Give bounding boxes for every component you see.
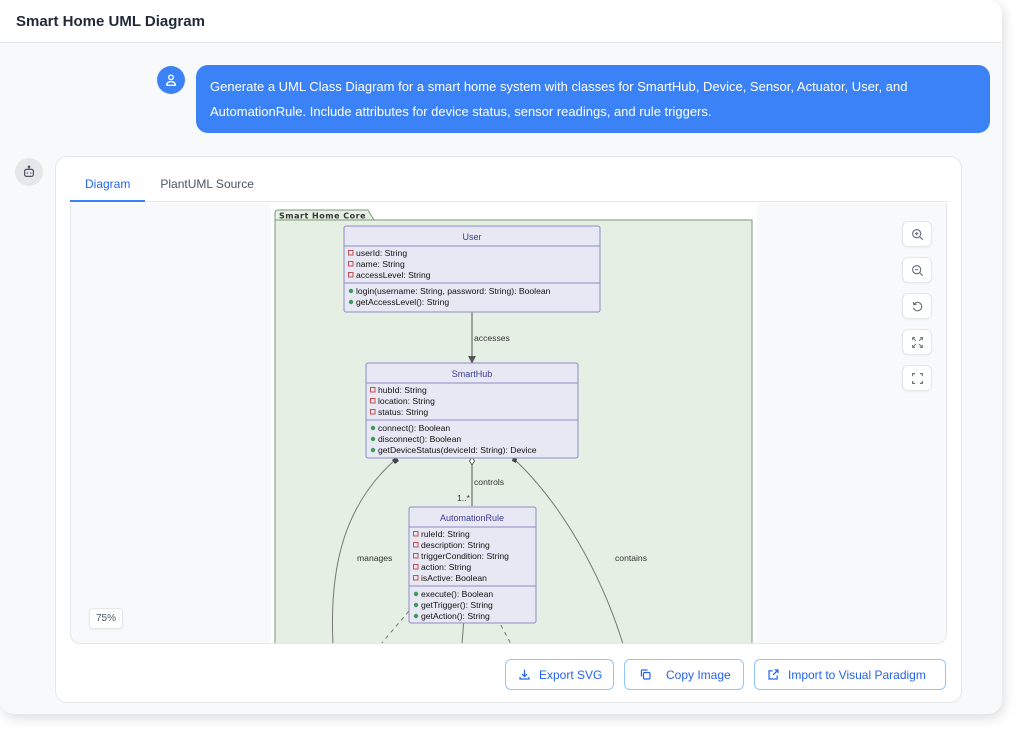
assistant-response-card: Diagram PlantUML Source Smart Home Core …: [55, 156, 962, 703]
fit-to-screen-button[interactable]: [902, 329, 932, 355]
export-svg-button[interactable]: Export SVG: [505, 659, 614, 690]
class-method: getTrigger(): String: [421, 600, 493, 610]
relation-label-manages: manages: [357, 553, 392, 563]
uml-diagram: Smart Home Core accesses controls 1..* m…: [271, 203, 757, 643]
class-name: AutomationRule: [440, 513, 504, 523]
class-attribute: hubId: String: [378, 385, 427, 395]
class-attribute: ruleId: String: [421, 529, 470, 539]
zoom-out-icon: [911, 264, 923, 276]
external-link-icon: [768, 669, 779, 680]
class-method: execute(): Boolean: [421, 589, 493, 599]
relation-multiplicity: 1..*: [457, 493, 471, 503]
copy-icon: [640, 669, 651, 680]
zoom-out-button[interactable]: [902, 257, 932, 283]
class-method: getAccessLevel(): String: [356, 297, 449, 307]
class-attribute: name: String: [356, 259, 405, 269]
copy-image-label: Copy Image: [666, 667, 731, 682]
class-attribute: status: String: [378, 407, 428, 417]
class-method: login(username: String, password: String…: [356, 286, 551, 296]
class-name: User: [462, 232, 481, 242]
zoom-in-button[interactable]: [902, 221, 932, 247]
class-attribute: location: String: [378, 396, 435, 406]
class-attribute: isActive: Boolean: [421, 573, 487, 583]
user-message-line-2: AutomationRule. Include attributes for d…: [210, 104, 712, 119]
reset-view-button[interactable]: [902, 293, 932, 319]
view-tabs: Diagram PlantUML Source: [70, 171, 947, 202]
import-visual-paradigm-button[interactable]: Import to Visual Paradigm: [754, 659, 946, 690]
class-automationrule[interactable]: AutomationRule ruleId: String descriptio…: [408, 506, 537, 624]
relation-label-accesses: accesses: [474, 333, 510, 343]
class-smarthub[interactable]: SmartHub hubId: String location: String …: [365, 362, 579, 459]
class-method: connect(): Boolean: [378, 423, 450, 433]
user-message-line-1: Generate a UML Class Diagram for a smart…: [210, 79, 908, 94]
user-message-bubble: Generate a UML Class Diagram for a smart…: [196, 65, 990, 133]
fullscreen-icon: [911, 372, 923, 384]
zoom-controls: [902, 221, 932, 391]
title-bar: Smart Home UML Diagram: [0, 0, 1002, 43]
reset-icon: [912, 301, 922, 311]
download-icon: [519, 669, 530, 680]
class-method: disconnect(): Boolean: [378, 434, 461, 444]
class-method: getAction(): String: [421, 611, 490, 621]
assistant-avatar: [15, 158, 43, 186]
window-title: Smart Home UML Diagram: [16, 12, 205, 30]
relation-label-contains: contains: [615, 553, 647, 563]
class-attribute: triggerCondition: String: [421, 551, 509, 561]
tab-plantuml-source[interactable]: PlantUML Source: [160, 177, 254, 191]
package-label: Smart Home Core: [279, 212, 366, 221]
app-window: Smart Home UML Diagram Generate a UML Cl…: [0, 0, 1002, 703]
fit-to-screen-icon: [911, 336, 923, 348]
diagram-actions: Export SVG Copy Image Import to Visual P…: [505, 659, 946, 690]
import-visual-paradigm-label: Import to Visual Paradigm: [788, 667, 926, 682]
class-user[interactable]: User userId: String name: String accessL…: [343, 225, 601, 313]
class-method: getDeviceStatus(deviceId: String): Devic…: [378, 445, 537, 455]
user-message: Generate a UML Class Diagram for a smart…: [157, 65, 990, 133]
diagram-canvas[interactable]: Smart Home Core accesses controls 1..* m…: [70, 203, 947, 644]
user-icon: [165, 74, 177, 86]
class-attribute: userId: String: [356, 248, 407, 258]
class-attribute: accessLevel: String: [356, 270, 431, 280]
zoom-in-icon: [911, 228, 923, 240]
class-name: SmartHub: [452, 369, 493, 379]
fullscreen-button[interactable]: [902, 365, 932, 391]
class-attribute: description: String: [421, 540, 490, 550]
copy-image-button[interactable]: Copy Image: [624, 659, 744, 690]
zoom-level-indicator: 75%: [89, 608, 124, 629]
relation-label-controls: controls: [474, 477, 504, 487]
user-avatar: [157, 66, 185, 94]
tab-diagram[interactable]: Diagram: [70, 171, 146, 202]
export-svg-label: Export SVG: [539, 667, 603, 682]
class-attribute: action: String: [421, 562, 471, 572]
robot-icon: [24, 165, 34, 177]
